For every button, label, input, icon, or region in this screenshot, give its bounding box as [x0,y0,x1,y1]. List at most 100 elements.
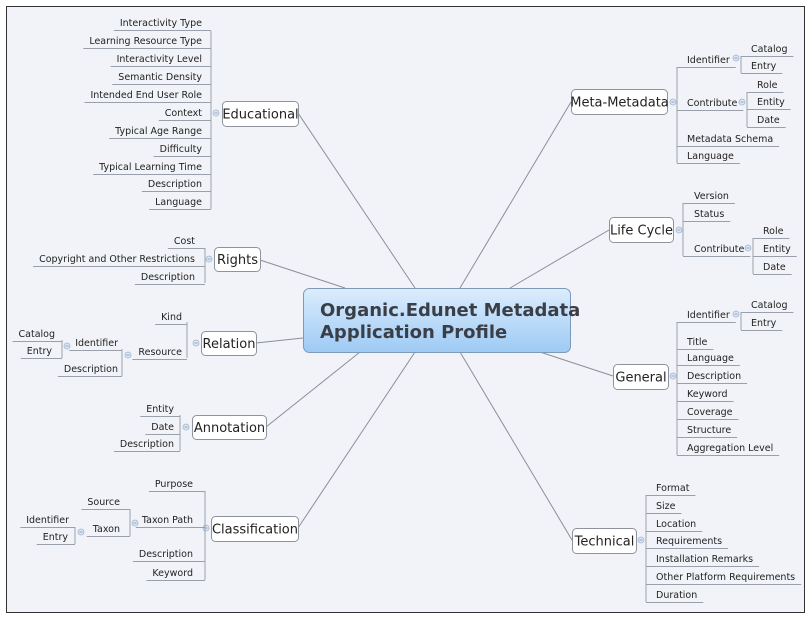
collapse-icon[interactable] [738,98,746,106]
topic-general-items-3[interactable]: Keyword [687,389,728,400]
topic-annotation-items-1[interactable]: Date [151,422,174,433]
collapse-icon[interactable] [192,339,200,347]
topic-technical-label[interactable]: Technical [572,528,637,554]
topic-relation-resource-description[interactable]: Description [64,364,118,375]
topic-meta-metadata-contribute-items-2[interactable]: Date [757,115,780,126]
topic-relation-resource-identifier-label[interactable]: Identifier [75,338,118,349]
topic-meta-metadata-identifier-items-0[interactable]: Catalog [751,44,787,55]
collapse-icon[interactable] [131,519,139,527]
topic-educational-items-3[interactable]: Semantic Density [118,72,202,83]
topic-relation-resource-label[interactable]: Resource [138,347,182,358]
topic-educational-items-2[interactable]: Interactivity Level [117,54,202,65]
topic-relation-resource-identifier-items-0[interactable]: Catalog [19,329,55,340]
topic-general-identifier-items-0[interactable]: Catalog [751,300,787,311]
topic-box[interactable] [613,364,669,390]
topic-relation-resource-identifier-items-1[interactable]: Entry [27,346,53,357]
topic-life-cycle-contribute-items-1[interactable]: Entity [763,244,791,255]
topic-educational-items-7[interactable]: Difficulty [160,144,203,155]
topic-meta-metadata-contribute-items-1[interactable]: Entity [757,97,785,108]
collapse-icon[interactable] [124,351,132,359]
topic-general-items-6[interactable]: Aggregation Level [687,443,773,454]
topic-educational-label[interactable]: Educational [222,101,299,127]
topic-box[interactable] [211,516,299,542]
topic-life-cycle-contribute-label[interactable]: Contribute [694,244,745,255]
topic-meta-metadata-label[interactable]: Meta-Metadata [570,89,669,115]
topic-general-label[interactable]: General [613,364,669,390]
collapse-icon[interactable] [744,244,752,252]
topic-educational-items-9[interactable]: Description [148,179,202,190]
topic-classification-label[interactable]: Classification [211,516,299,542]
topic-rights-label[interactable]: Rights [214,247,261,272]
topic-technical-items-6[interactable]: Duration [656,590,697,601]
collapse-icon[interactable] [669,372,677,380]
topic-relation-kind[interactable]: Kind [161,312,182,323]
topic-life-cycle-contribute-items-0[interactable]: Role [763,226,784,237]
topic-educational-items-10[interactable]: Language [155,197,202,208]
collapse-icon[interactable] [637,536,645,544]
topic-classification-taxon-path-source[interactable]: Source [87,497,120,508]
topic-life-cycle-contribute-items-2[interactable]: Date [763,262,786,273]
topic-educational-items-1[interactable]: Learning Resource Type [89,36,202,47]
topic-box[interactable] [222,101,299,127]
topic-general-identifier-items-1[interactable]: Entry [751,318,777,329]
collapse-icon[interactable] [212,109,220,117]
topic-rights-items-2[interactable]: Description [141,272,195,283]
topic-meta-metadata-metadata-schema[interactable]: Metadata Schema [687,134,773,145]
topic-classification-taxon-path-taxon-label[interactable]: Taxon [92,524,120,535]
topic-general-items-1[interactable]: Language [687,353,734,364]
topic-classification-taxon-path-label[interactable]: Taxon Path [141,515,193,526]
collapse-icon[interactable] [63,342,71,350]
topic-life-cycle-status[interactable]: Status [694,209,724,220]
topic-technical-items-1[interactable]: Size [656,501,676,512]
topic-annotation-items-2[interactable]: Description [120,439,174,450]
topic-annotation-items-0[interactable]: Entity [146,404,174,415]
topic-box[interactable] [572,528,637,554]
collapse-icon[interactable] [675,226,683,234]
topic-general-items-4[interactable]: Coverage [687,407,733,418]
topic-life-cycle-version[interactable]: Version [694,191,729,202]
topic-general-items-2[interactable]: Description [687,371,741,382]
topic-box[interactable] [214,247,261,272]
topic-educational-items-5[interactable]: Context [165,108,202,119]
collapse-icon[interactable] [732,310,740,318]
topic-general-items-0[interactable]: Title [686,337,708,348]
topic-general-items-5[interactable]: Structure [687,425,731,436]
topic-meta-metadata-language[interactable]: Language [687,151,734,162]
topic-box[interactable] [201,331,257,356]
topic-technical-items-3[interactable]: Requirements [656,536,722,547]
collapse-icon[interactable] [669,98,677,106]
topic-meta-metadata-identifier-items-1[interactable]: Entry [751,61,777,72]
topic-technical-items-2[interactable]: Location [656,519,696,530]
topic-life-cycle-label[interactable]: Life Cycle [609,217,674,243]
topic-rights-items-1[interactable]: Copyright and Other Restrictions [39,254,195,265]
topic-classification-taxon-path-taxon-items-1[interactable]: Entry [43,532,69,543]
topic-meta-metadata-identifier-label[interactable]: Identifier [687,55,730,66]
collapse-icon[interactable] [205,255,213,263]
central-topic[interactable]: Organic.Edunet Metadata Application Prof… [303,288,581,353]
topic-relation-label[interactable]: Relation [201,331,257,356]
topic-classification-description[interactable]: Description [139,549,193,560]
collapse-icon[interactable] [77,528,85,536]
central-topic-box[interactable] [303,288,571,353]
topic-technical-items-4[interactable]: Installation Remarks [656,554,753,565]
topic-meta-metadata-contribute-label[interactable]: Contribute [687,98,738,109]
topic-educational-items-6[interactable]: Typical Age Range [114,126,202,137]
topic-box[interactable] [571,89,668,115]
topic-rights-items-0[interactable]: Cost [174,236,195,247]
topic-educational-items-8[interactable]: Typical Learning Time [98,162,202,173]
topic-classification-keyword[interactable]: Keyword [152,568,193,579]
topic-annotation-label[interactable]: Annotation [192,415,267,440]
topic-technical-items-0[interactable]: Format [656,483,690,494]
topic-box[interactable] [192,415,267,440]
topic-educational-items-0[interactable]: Interactivity Type [120,18,202,29]
topic-meta-metadata-contribute-items-0[interactable]: Role [757,80,778,91]
topic-technical-items-5[interactable]: Other Platform Requirements [656,572,795,583]
topic-classification-taxon-path-taxon-items-0[interactable]: Identifier [26,515,69,526]
collapse-icon[interactable] [732,54,740,62]
collapse-icon[interactable] [182,423,190,431]
topic-box[interactable] [609,217,674,243]
topic-general-identifier-label[interactable]: Identifier [687,310,730,321]
topic-educational-items-4[interactable]: Intended End User Role [90,90,202,101]
topic-classification-purpose[interactable]: Purpose [155,479,193,490]
